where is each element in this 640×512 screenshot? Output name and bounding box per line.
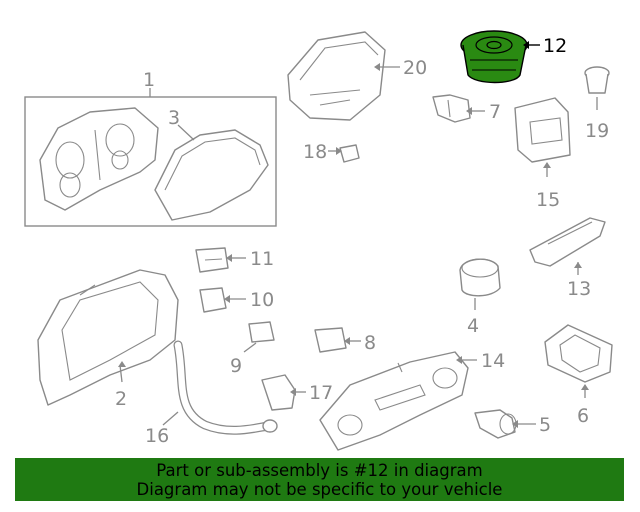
callout-4: 4	[467, 315, 479, 337]
part-16-hose: 16	[145, 340, 278, 447]
callout-20: 20	[403, 57, 427, 79]
part-1-instrument-cluster-group: 1 3	[24, 69, 277, 227]
part-9-switch: 9	[230, 321, 275, 377]
part-4-knob: 4	[459, 258, 501, 337]
part-10-switch: 10	[199, 287, 274, 313]
callout-9: 9	[230, 355, 242, 377]
callout-7: 7	[489, 101, 501, 123]
part-19-plug: 19	[584, 66, 610, 142]
callout-11: 11	[250, 248, 274, 270]
part-2-instrument-cluster: 2	[37, 269, 179, 410]
notice-banner: Part or sub-assembly is #12 in diagram D…	[15, 458, 624, 501]
part-17-sensor: 17	[261, 374, 333, 411]
part-6-vent: 6	[544, 324, 613, 427]
callout-1: 1	[143, 69, 155, 91]
callout-6: 6	[577, 405, 589, 427]
part-5-button: 5	[474, 409, 551, 439]
part-18-clip: 18	[303, 141, 360, 163]
notice-line-2: Diagram may not be specific to your vehi…	[136, 480, 503, 499]
callout-15: 15	[536, 189, 560, 211]
callout-3: 3	[168, 107, 180, 129]
callout-19: 19	[585, 120, 609, 142]
part-8-switch: 8	[314, 327, 376, 354]
callout-16: 16	[145, 425, 169, 447]
callout-13: 13	[567, 278, 591, 300]
callout-18: 18	[303, 141, 327, 163]
callout-2: 2	[115, 388, 127, 410]
part-11-switch: 11	[195, 247, 274, 273]
part-20-module: 20	[287, 31, 427, 121]
callout-14: 14	[481, 350, 505, 372]
callout-17: 17	[309, 382, 333, 404]
part-7-connector: 7	[432, 94, 501, 123]
notice-line-1: Part or sub-assembly is #12 in diagram	[156, 461, 483, 480]
part-12-speaker: 12	[460, 30, 567, 84]
callout-5: 5	[539, 414, 551, 436]
callout-10: 10	[250, 289, 274, 311]
part-14-control-panel: 14	[319, 350, 505, 451]
part-13-bracket: 13	[529, 217, 606, 300]
part-15-module: 15	[514, 97, 571, 211]
callout-8: 8	[364, 332, 376, 354]
callout-12: 12	[543, 35, 567, 57]
